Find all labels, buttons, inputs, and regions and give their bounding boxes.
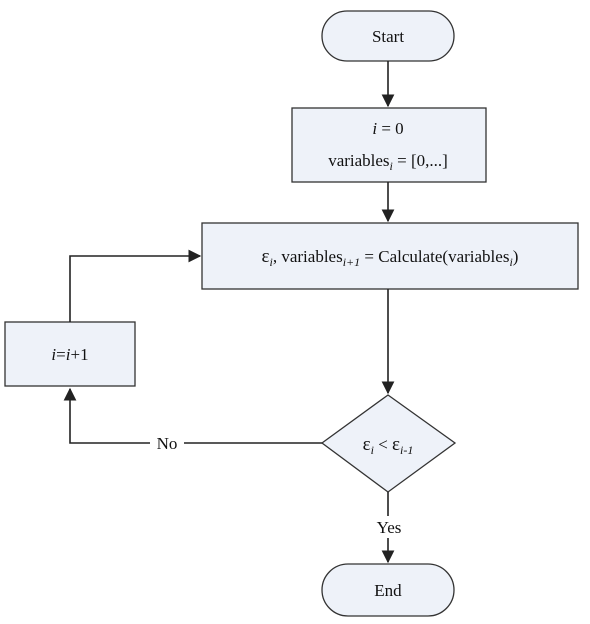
decision-op: < xyxy=(374,435,392,454)
decision-eps2-sub: i-1 xyxy=(400,443,413,457)
calc-rest-sub: i xyxy=(509,255,512,269)
calc-epsilon-sub: i xyxy=(270,255,273,269)
edge-decision-no xyxy=(63,387,322,444)
yes-label: Yes xyxy=(377,518,402,537)
calc-epsilon: ε xyxy=(262,246,270,267)
calculate-label: εi, variablesi+1 = Calculate(variablesi) xyxy=(262,246,519,269)
end-label: End xyxy=(374,581,402,600)
edge-increment-to-calculate xyxy=(69,249,202,322)
decision-eps1-sub: i xyxy=(371,443,374,457)
increment-node: i=i+1 xyxy=(4,321,136,387)
init-line1: i = 0 xyxy=(372,119,403,138)
inc-plus: +1 xyxy=(70,345,88,364)
decision-eps2: ε xyxy=(392,434,400,455)
calc-rest: = Calculate(variables xyxy=(360,247,509,266)
end-node: End xyxy=(321,563,455,617)
yes-label-bg xyxy=(368,516,410,538)
init-i-var: i xyxy=(372,119,377,138)
inc-var1: i xyxy=(51,345,56,364)
init-line1-rest: = 0 xyxy=(377,119,404,138)
inc-eq: = xyxy=(56,345,66,364)
decision-node: εi < εi-1 xyxy=(320,394,457,493)
calculate-node: εi, variablesi+1 = Calculate(variablesi) xyxy=(201,222,579,290)
inc-var2: i xyxy=(66,345,71,364)
no-label: No xyxy=(157,434,178,453)
calc-close: ) xyxy=(513,247,519,266)
start-node: Start xyxy=(321,10,455,62)
init-node: i = 0 variablesi = [0,...] xyxy=(291,107,487,183)
decision-label: εi < εi-1 xyxy=(363,434,414,457)
no-label-bg xyxy=(150,432,184,454)
decision-eps1: ε xyxy=(363,434,371,455)
increment-label: i=i+1 xyxy=(51,345,88,364)
start-label: Start xyxy=(372,27,404,46)
init-variables-base: variables xyxy=(328,151,389,170)
calc-mid-sub: i+1 xyxy=(343,255,360,269)
init-line2-rest: = [0,...] xyxy=(393,151,448,170)
init-variables-sub: i xyxy=(390,159,393,173)
init-line2: variablesi = [0,...] xyxy=(328,151,448,173)
calc-mid: , variables xyxy=(273,247,343,266)
